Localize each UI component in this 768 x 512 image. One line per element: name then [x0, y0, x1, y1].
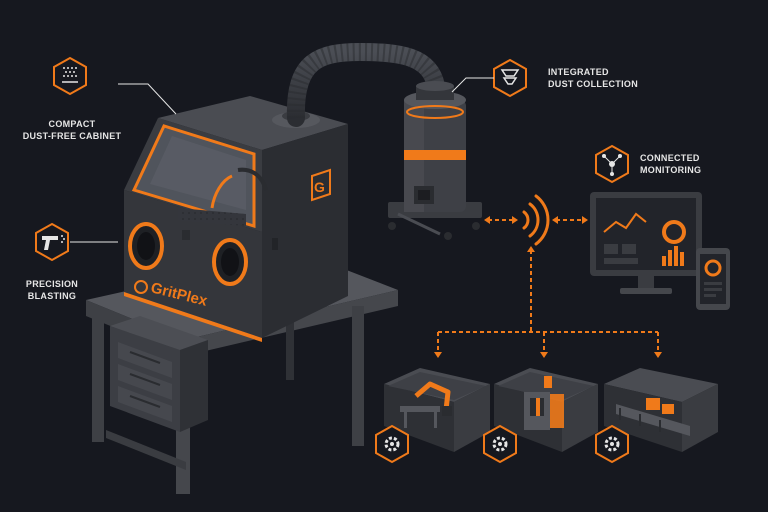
- dust-callout-line: [451, 77, 494, 93]
- station-conveyor: [604, 368, 718, 452]
- wireless-signal-icon: [522, 194, 550, 246]
- cabinet-callout-label: COMPACT DUST-FREE CABINET: [20, 118, 124, 142]
- monitoring-callout-line1: CONNECTED: [640, 153, 700, 163]
- cabinet-callout-line: [118, 83, 177, 115]
- gear-icon: [375, 424, 409, 464]
- tablet-display: [696, 248, 730, 310]
- dust-collector: [388, 81, 482, 240]
- dust-callout-label: INTEGRATED DUST COLLECTION: [548, 66, 668, 90]
- drawer-unit: [110, 316, 208, 432]
- monitoring-callout-label: CONNECTED MONITORING: [640, 152, 740, 176]
- gear-icon: [483, 424, 517, 464]
- cyclone-icon: [493, 58, 527, 98]
- station-robotic-arm: [384, 368, 490, 452]
- monitoring-callout-line2: MONITORING: [640, 165, 702, 175]
- spray-gun-icon: [35, 222, 69, 262]
- blasting-callout-label: PRECISION BLASTING: [14, 278, 90, 302]
- spray-particles-icon: [53, 56, 87, 96]
- gear-icon: [595, 424, 629, 464]
- station-cnc: [494, 368, 598, 452]
- arrow-heads: [434, 216, 662, 358]
- monitoring-display: [590, 192, 702, 294]
- dust-callout-line1: INTEGRATED: [548, 67, 609, 77]
- cabinet-callout-line2: DUST-FREE CABINET: [22, 131, 122, 141]
- blasting-callout-line1: PRECISION: [25, 279, 79, 289]
- svg-text:G: G: [314, 179, 325, 195]
- network-icon: [595, 144, 629, 184]
- brand-logo-icon: [134, 280, 148, 294]
- blasting-callout-line2: BLASTING: [27, 291, 77, 301]
- dust-callout-line2: DUST COLLECTION: [548, 79, 638, 89]
- cabinet-callout-line1: COMPACT: [48, 119, 96, 129]
- connection-arrows: [437, 219, 659, 352]
- blast-cabinet: G GritPlex: [124, 96, 348, 342]
